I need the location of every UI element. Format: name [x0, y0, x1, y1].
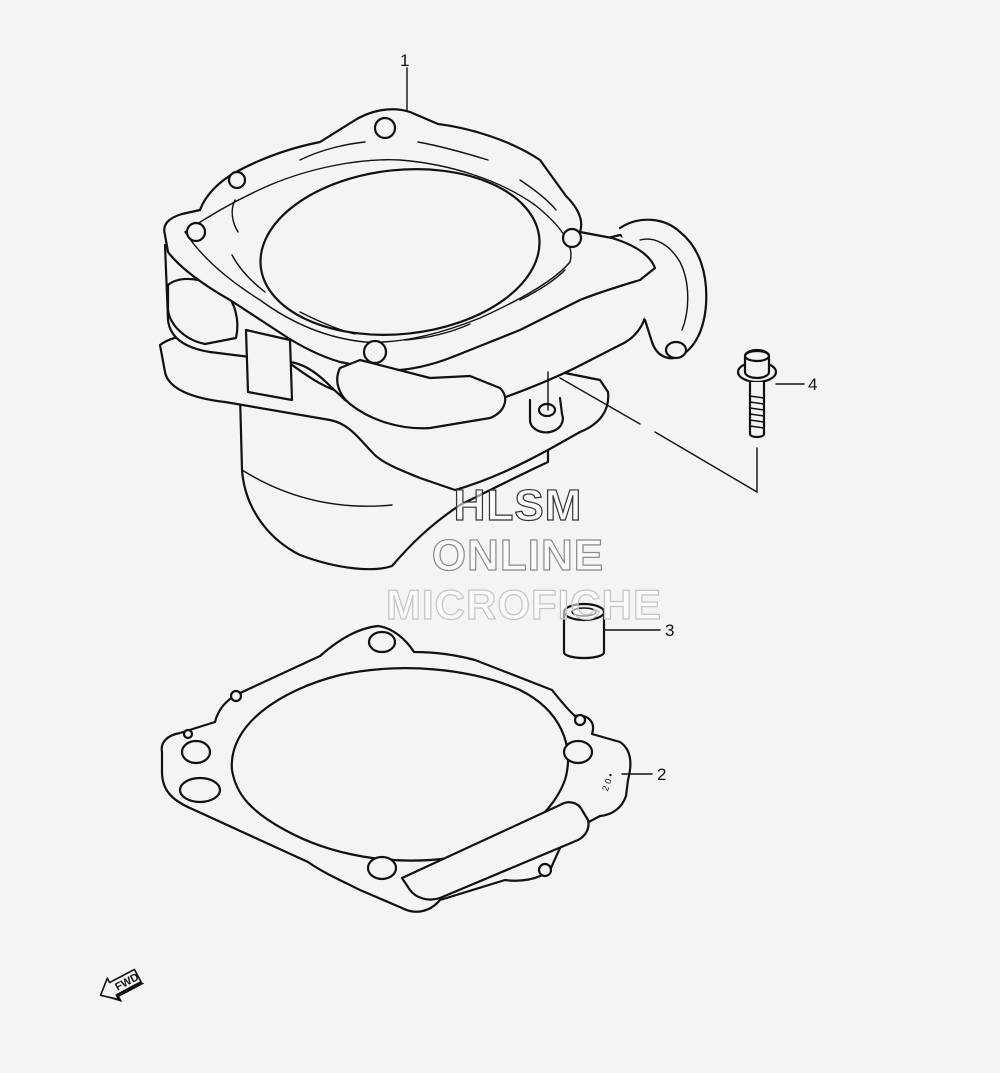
bolt-part[interactable] — [736, 348, 805, 439]
gasket-dowel-hole — [229, 689, 243, 703]
cylinder-deck-rim — [184, 159, 572, 343]
callout-part-3: 3 — [665, 621, 675, 640]
cylinder-barrel-curve — [241, 469, 393, 507]
gasket-dowel-hole — [182, 728, 194, 740]
deck-bolt-hole — [561, 227, 583, 249]
deck-coolant-slot — [231, 254, 266, 293]
dowel-pin-bore — [571, 607, 597, 617]
dowel-pin-part[interactable] — [562, 602, 661, 660]
dowel-pin-top — [562, 602, 606, 622]
gasket-bore — [230, 667, 570, 862]
gasket-bolt-hole — [562, 739, 594, 765]
deck-coolant-slot — [299, 311, 356, 335]
gasket-dowel-hole — [573, 713, 587, 727]
watermark-line-3: MICROFICHE — [385, 581, 662, 628]
gasket-bolt-hole — [367, 630, 397, 654]
deck-bolt-hole — [373, 116, 397, 140]
deck-coolant-slot — [404, 323, 471, 341]
bolt-head — [743, 348, 771, 380]
deck-bolt-hole — [362, 339, 388, 365]
fwd-direction-arrow: FWD — [99, 968, 145, 1002]
bolt-head-top — [743, 349, 771, 363]
callout-part-2: 2 — [657, 765, 667, 784]
watermark-line-2: ONLINE — [431, 531, 605, 580]
cylinder-mount-hole — [537, 402, 557, 418]
deck-bolt-hole — [185, 221, 207, 243]
deck-coolant-slot — [417, 141, 489, 161]
gasket-dowel-hole — [537, 862, 553, 878]
cylinder-front-recess — [244, 328, 294, 402]
callout-part-1: 1 — [400, 51, 410, 70]
gasket-part[interactable]: 2 0 • — [160, 624, 653, 913]
callout-part-4: 4 — [808, 375, 818, 394]
cylinder-side-port-inner — [639, 238, 689, 331]
deck-bolt-hole — [227, 170, 247, 190]
cylinder-bore — [259, 168, 541, 336]
deck-coolant-slot — [231, 199, 239, 233]
bolt-thread — [749, 395, 765, 429]
cylinder-side-port-hole — [664, 340, 688, 360]
dowel-pin-body — [562, 610, 606, 660]
watermark-line-1: HLSM — [453, 481, 583, 530]
cylinder-mount-tab — [336, 358, 507, 430]
deck-coolant-slot — [519, 179, 557, 211]
bolt-install-path — [547, 371, 758, 494]
cylinder-part[interactable] — [158, 67, 708, 571]
deck-coolant-slot — [519, 269, 566, 301]
gasket-bolt-hole — [366, 855, 398, 881]
gasket-cam-chain-slot — [400, 801, 590, 901]
gasket-bolt-hole — [180, 739, 212, 765]
deck-coolant-slot — [299, 141, 366, 161]
gasket-bolt-hole — [178, 776, 222, 804]
